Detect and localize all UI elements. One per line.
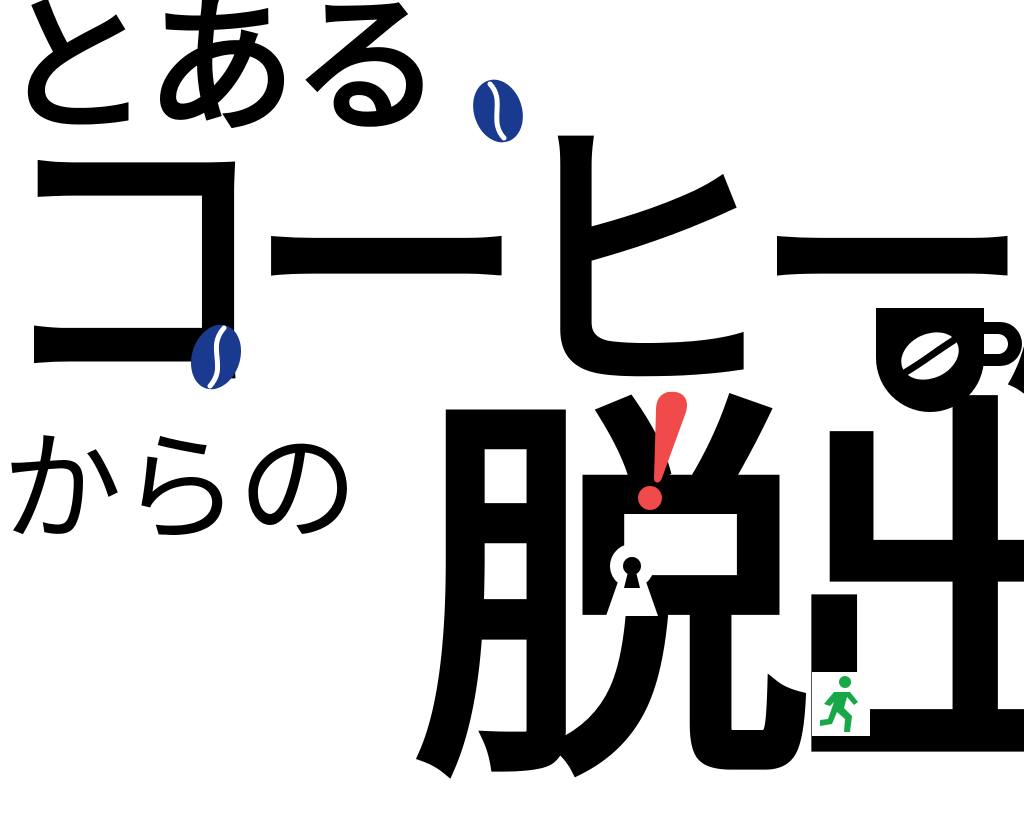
exclamation-mark-icon (638, 391, 688, 510)
coffee-cup-icon (876, 308, 1022, 412)
title-line-coffee-shop: コーヒー店 (0, 93, 1024, 442)
coffee-bean-icon (473, 79, 523, 143)
coffee-bean-icon (191, 324, 241, 390)
keyhole-icon (606, 544, 658, 616)
title-line-karano: からの (2, 420, 358, 559)
title-line-escape: 脱出 (412, 367, 1024, 814)
exit-runner-icon (812, 672, 870, 736)
title-line-toaru: とある (0, 0, 442, 154)
